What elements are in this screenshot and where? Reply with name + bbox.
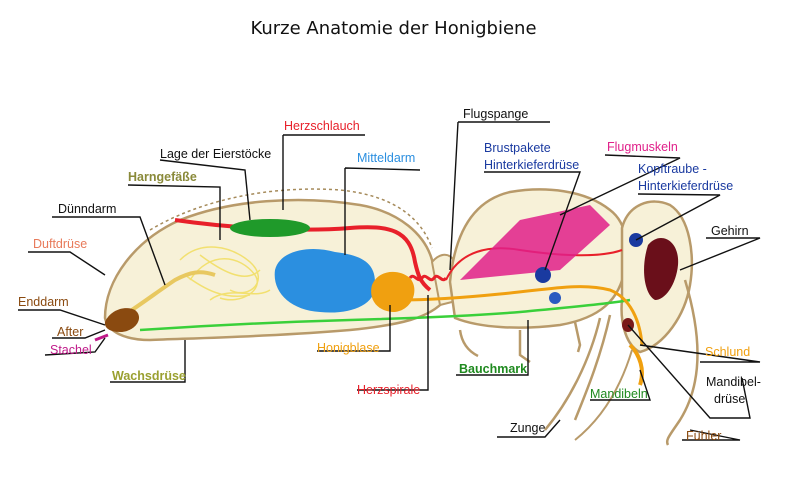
- honigblase-organ: [371, 271, 415, 312]
- label-zunge: Zunge: [510, 421, 545, 435]
- label-fuehler: Fühler: [686, 429, 721, 443]
- labels: Herzschlauch Lage der Eierstöcke Mitteld…: [18, 107, 761, 443]
- duenndarm-organ: [118, 270, 216, 320]
- label-brustpakete-1: Brustpakete: [484, 141, 551, 155]
- label-mandibeldruese-1: Mandibel-: [706, 375, 761, 389]
- mandibeln-organ: [628, 343, 644, 386]
- label-flugspange: Flugspange: [463, 107, 528, 121]
- brustpakete-organ-2: [549, 292, 561, 304]
- mitteldarm-organ: [274, 249, 376, 313]
- label-wachsdruese: Wachsdrüse: [112, 369, 186, 383]
- label-after: After: [57, 325, 83, 339]
- flugmuskeln-organ: [460, 205, 610, 280]
- leg-4: [544, 317, 602, 431]
- label-kopftraube-1: Kopftraube -: [638, 162, 707, 176]
- leg-3: [573, 321, 582, 353]
- label-harngefaesse: Harngefäße: [128, 170, 197, 184]
- label-stachel: Stachel: [50, 343, 92, 357]
- dorsal-hair-line: [149, 188, 433, 249]
- label-mitteldarm: Mitteldarm: [357, 151, 415, 165]
- harngefaesse-organ: [179, 246, 271, 301]
- leg-2: [518, 330, 531, 364]
- label-herzspirale: Herzspirale: [357, 383, 420, 397]
- label-duftdruese: Duftdrüse: [33, 237, 87, 251]
- brustpakete-organ: [535, 267, 551, 283]
- label-kopftraube-2: Hinterkieferdrüse: [638, 179, 733, 193]
- fuehler-organ: [665, 279, 699, 446]
- label-lage-eierstoecke: Lage der Eierstöcke: [160, 147, 271, 161]
- label-honigblase: Honigblase: [317, 341, 380, 355]
- label-gehirn: Gehirn: [711, 224, 749, 238]
- enddarm-organ: [104, 308, 140, 332]
- stachel-organ: [94, 333, 109, 342]
- zunge-organ: [574, 349, 633, 441]
- label-enddarm: Enddarm: [18, 295, 69, 309]
- label-duenndarm: Dünndarm: [58, 202, 116, 216]
- label-brustpakete-2: Hinterkieferdrüse: [484, 158, 579, 172]
- label-bauchmark: Bauchmark: [459, 362, 527, 376]
- leg-5: [573, 314, 612, 421]
- diagram-title: Kurze Anatomie der Honigbiene: [250, 18, 537, 39]
- label-mandibeln: Mandibeln: [590, 387, 648, 401]
- eierstoecke-organ: [230, 219, 310, 237]
- label-herzschlauch: Herzschlauch: [284, 119, 360, 133]
- label-flugmuskeln: Flugmuskeln: [607, 140, 678, 154]
- legs: [458, 314, 612, 431]
- schlund-organ: [399, 285, 644, 346]
- gehirn-organ: [644, 237, 679, 300]
- leader-lines: [18, 121, 761, 441]
- bauchmark-organ: [139, 298, 631, 332]
- label-mandibeldruese-2: drüse: [714, 392, 745, 406]
- herzspirale-organ: [408, 274, 448, 282]
- leg-1: [458, 329, 479, 358]
- label-schlund: Schlund: [705, 345, 750, 359]
